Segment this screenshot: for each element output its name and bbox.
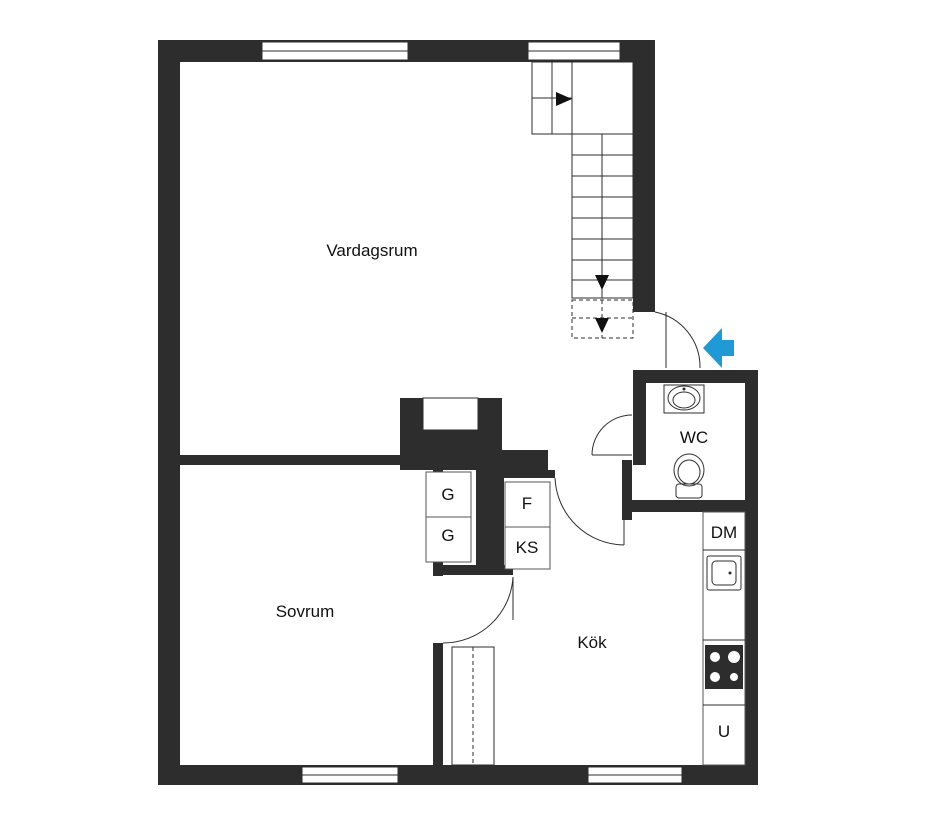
appliance-label-dm: DM: [711, 523, 737, 542]
appliance-label-g-top: G: [441, 485, 454, 504]
bedroom-door[interactable]: [442, 576, 514, 644]
washbasin-icon: [663, 384, 705, 414]
toilet-icon: [673, 453, 705, 499]
window-top-right: [527, 41, 621, 61]
stove-icon: [705, 645, 743, 689]
room-label-kitchen: Kök: [577, 633, 607, 652]
appliance-label-ks: KS: [516, 538, 539, 557]
appliances: [425, 471, 551, 570]
wc-door[interactable]: [591, 414, 633, 456]
kitchen-counter: [702, 511, 746, 766]
wardrobe: [451, 646, 495, 766]
room-label-living: Vardagsrum: [326, 241, 417, 260]
window-top-left: [261, 41, 409, 61]
sink-icon: [706, 555, 742, 591]
stairs-arrow-icon: [595, 318, 609, 333]
window-bottom-right: [587, 766, 683, 784]
stairs-arrow-icon: [595, 275, 609, 290]
appliance-label-f: F: [522, 494, 532, 513]
appliance-label-g-bottom: G: [441, 526, 454, 545]
kitchen-door[interactable]: [554, 477, 625, 546]
windows: [261, 41, 683, 784]
appliance-label-u: U: [718, 722, 730, 741]
stairs-arrow-icon: [556, 92, 572, 106]
fireplace-opening: [422, 397, 479, 431]
entrance-arrow-icon: [703, 328, 734, 368]
interior-walls: [158, 398, 758, 768]
room-label-wc: WC: [680, 428, 708, 447]
staircase: [531, 61, 634, 339]
front-door[interactable]: [654, 311, 701, 369]
doors: [442, 311, 701, 644]
window-bottom-left: [301, 766, 399, 784]
wc-fixtures: [663, 384, 705, 499]
room-label-bedroom: Sovrum: [276, 602, 335, 621]
